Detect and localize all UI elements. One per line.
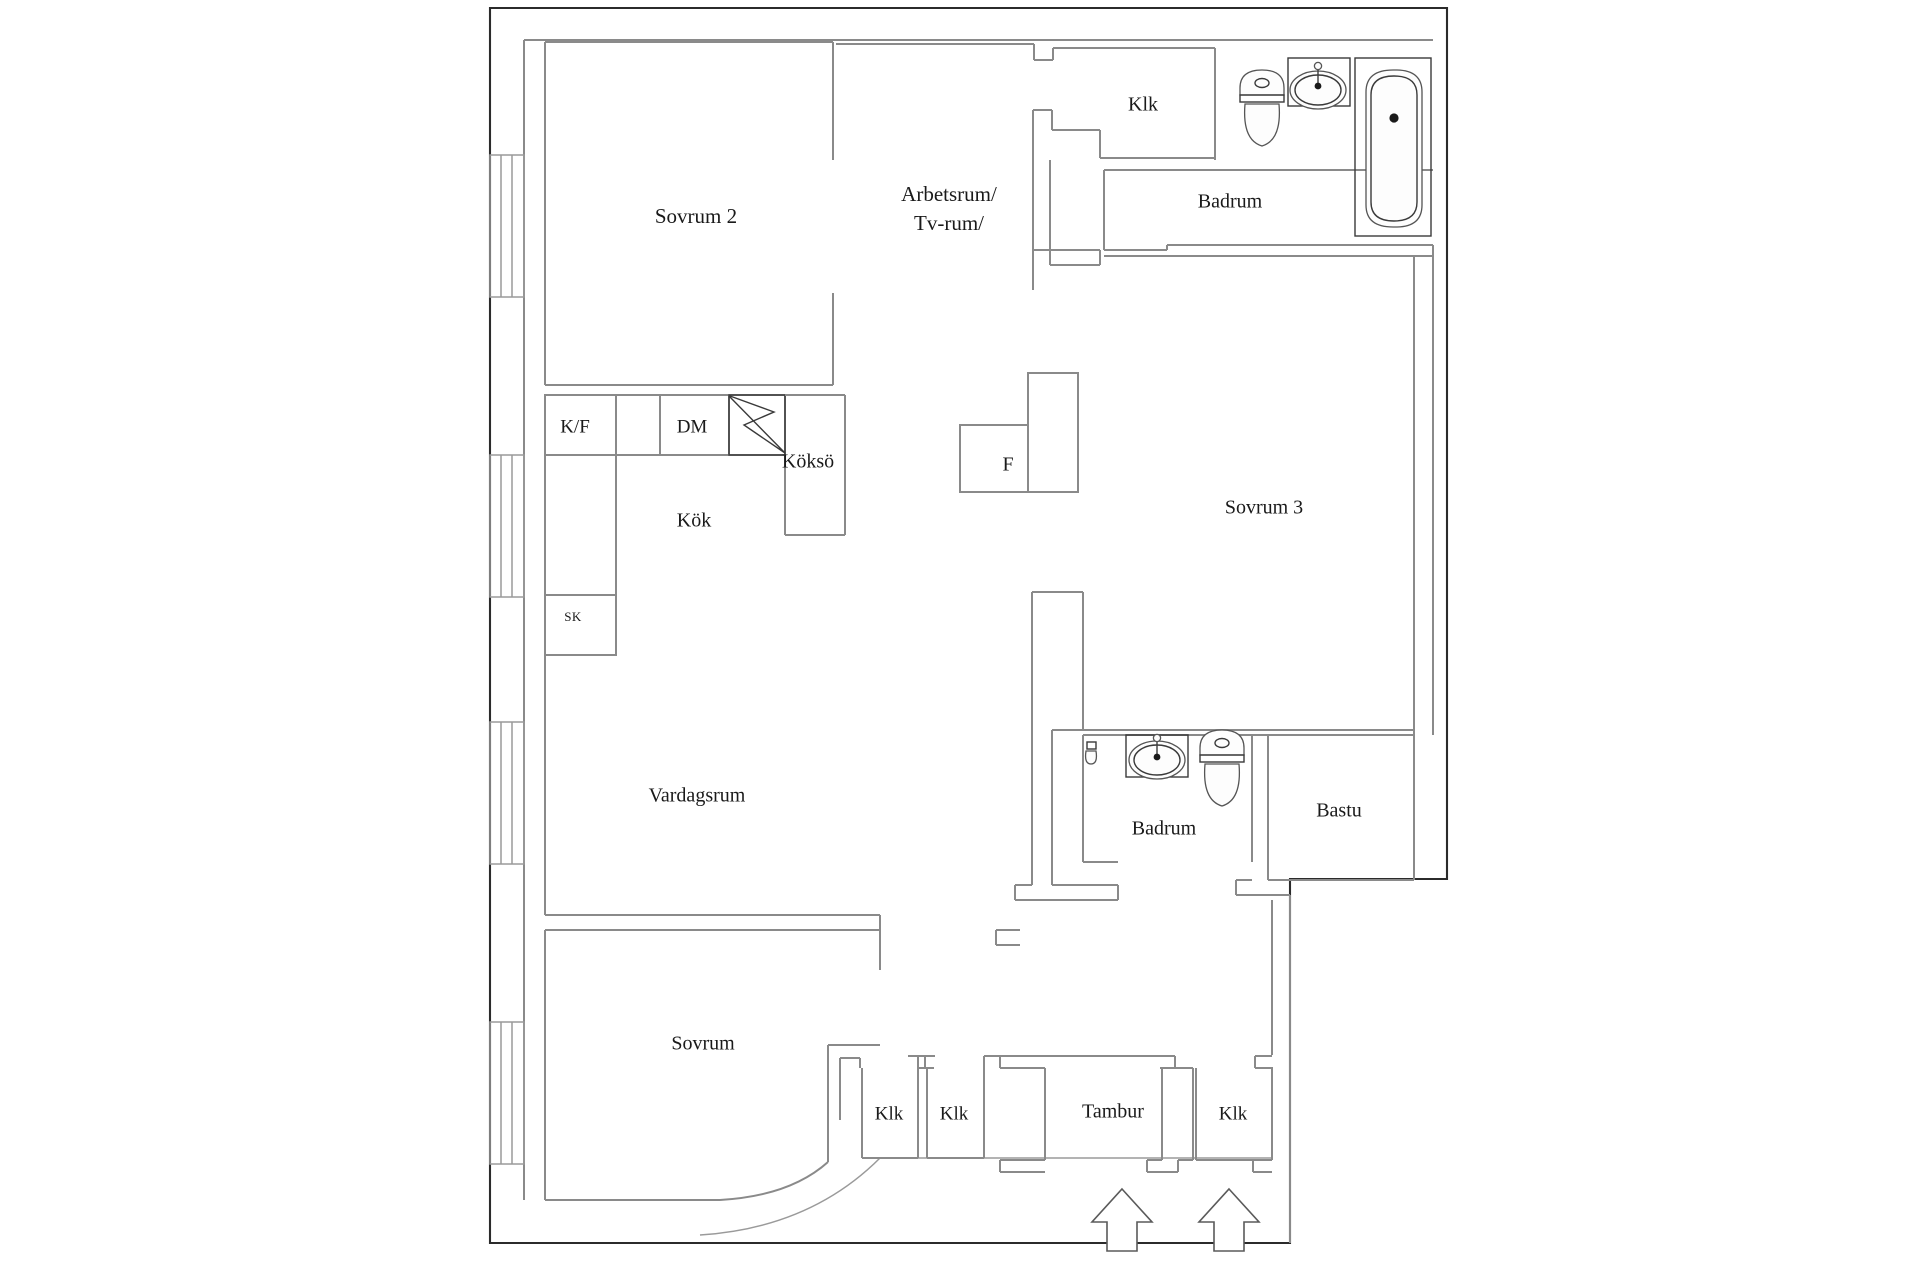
label-kokso: Köksö xyxy=(782,451,834,473)
label-klk-b2: Klk xyxy=(940,1103,969,1124)
label-badrum-bot: Badrum xyxy=(1132,818,1197,840)
label-klk-b1: Klk xyxy=(875,1103,904,1124)
entrance-arrow-1 xyxy=(1090,1187,1154,1252)
room-outline-klk-top xyxy=(1052,47,1216,160)
label-klk-top: Klk xyxy=(1128,94,1158,116)
label-tambur: Tambur xyxy=(1082,1101,1144,1123)
window-left-3 xyxy=(489,721,525,865)
room-outline-bastu xyxy=(1235,734,1415,1243)
label-dm: DM xyxy=(677,416,708,437)
label-arbetsrum: Arbetsrum/ xyxy=(901,182,997,206)
label-f: F xyxy=(1002,454,1013,476)
room-outline-sovrum3 xyxy=(1083,256,1434,735)
label-sovrum3: Sovrum 3 xyxy=(1225,497,1303,519)
label-sovrum2: Sovrum 2 xyxy=(655,204,737,228)
washbasin-icon-bottom xyxy=(1125,733,1189,780)
toilet-icon xyxy=(1239,69,1285,147)
towel-hook-icon xyxy=(1084,741,1098,765)
label-kok: Kök xyxy=(677,510,711,532)
room-outline-arbetsrum xyxy=(836,43,1101,290)
fridge-block xyxy=(959,372,1079,493)
room-outline-kokso xyxy=(784,394,846,536)
label-tvrum: Tv-rum/ xyxy=(914,211,984,235)
entrance-arrow-2 xyxy=(1197,1187,1261,1252)
label-klk-b3: Klk xyxy=(1219,1103,1248,1124)
room-outline-kok xyxy=(544,454,617,915)
central-partition-wall xyxy=(1014,591,1119,901)
label-sk: SK xyxy=(564,609,582,624)
label-badrum-top: Badrum xyxy=(1198,191,1263,213)
window-left-1 xyxy=(489,154,525,298)
label-vardagsrum: Vardagsrum xyxy=(649,785,746,807)
washbasin-icon xyxy=(1287,57,1351,110)
closet-row-bottom xyxy=(839,1055,1273,1173)
bathtub-icon xyxy=(1354,57,1432,237)
room-outline-sovrum2 xyxy=(544,41,834,386)
window-left-2 xyxy=(489,454,525,598)
label-kf: K/F xyxy=(560,416,590,437)
toilet-icon-bottom xyxy=(1199,729,1245,807)
room-outline-badrum-top xyxy=(1103,169,1434,257)
window-left-4 xyxy=(489,1021,525,1165)
label-sovrum: Sovrum xyxy=(671,1033,735,1055)
stove-icon xyxy=(728,394,786,456)
label-bastu: Bastu xyxy=(1316,800,1362,822)
